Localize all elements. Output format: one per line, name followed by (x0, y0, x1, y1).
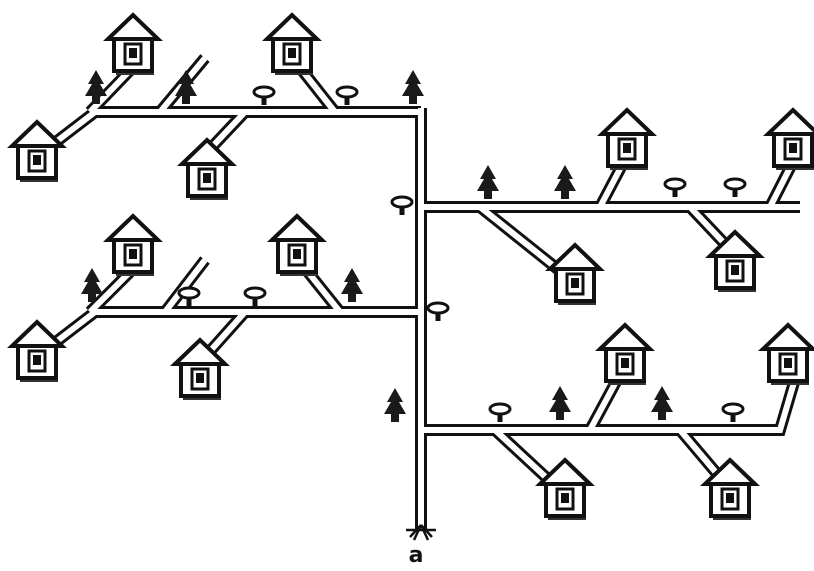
house-icon (267, 15, 317, 75)
house-icon (108, 216, 158, 276)
pipe-network (35, 55, 800, 530)
tree-icon (384, 388, 406, 422)
root-icon (406, 525, 436, 540)
trees (81, 70, 673, 422)
house-icon (768, 110, 814, 170)
tree-icon (651, 386, 673, 420)
mushroom-icon (254, 87, 274, 105)
house-icon (12, 322, 62, 382)
mushrooms (179, 87, 745, 422)
tree-icon (549, 386, 571, 420)
house-icon (108, 15, 158, 75)
house-icon (12, 122, 62, 182)
mushroom-icon (490, 404, 510, 422)
mushroom-icon (179, 288, 199, 306)
mushroom-icon (245, 288, 265, 306)
house-icon (550, 245, 600, 305)
tree-icon (477, 165, 499, 199)
figure-caption: a (406, 544, 426, 568)
house-icon (540, 460, 590, 520)
tree-icon (554, 165, 576, 199)
mushroom-icon (725, 179, 745, 197)
tree-icon (341, 268, 363, 302)
mushroom-icon (665, 179, 685, 197)
tree-icon (402, 70, 424, 104)
mushroom-icon (337, 87, 357, 105)
house-icon (182, 140, 232, 200)
house-icon (763, 325, 813, 385)
house-icon (600, 325, 650, 385)
mushroom-icon (428, 303, 448, 321)
mushroom-icon (723, 404, 743, 422)
mushroom-icon (392, 197, 412, 215)
house-icon (272, 216, 322, 276)
house-icon (602, 110, 652, 170)
